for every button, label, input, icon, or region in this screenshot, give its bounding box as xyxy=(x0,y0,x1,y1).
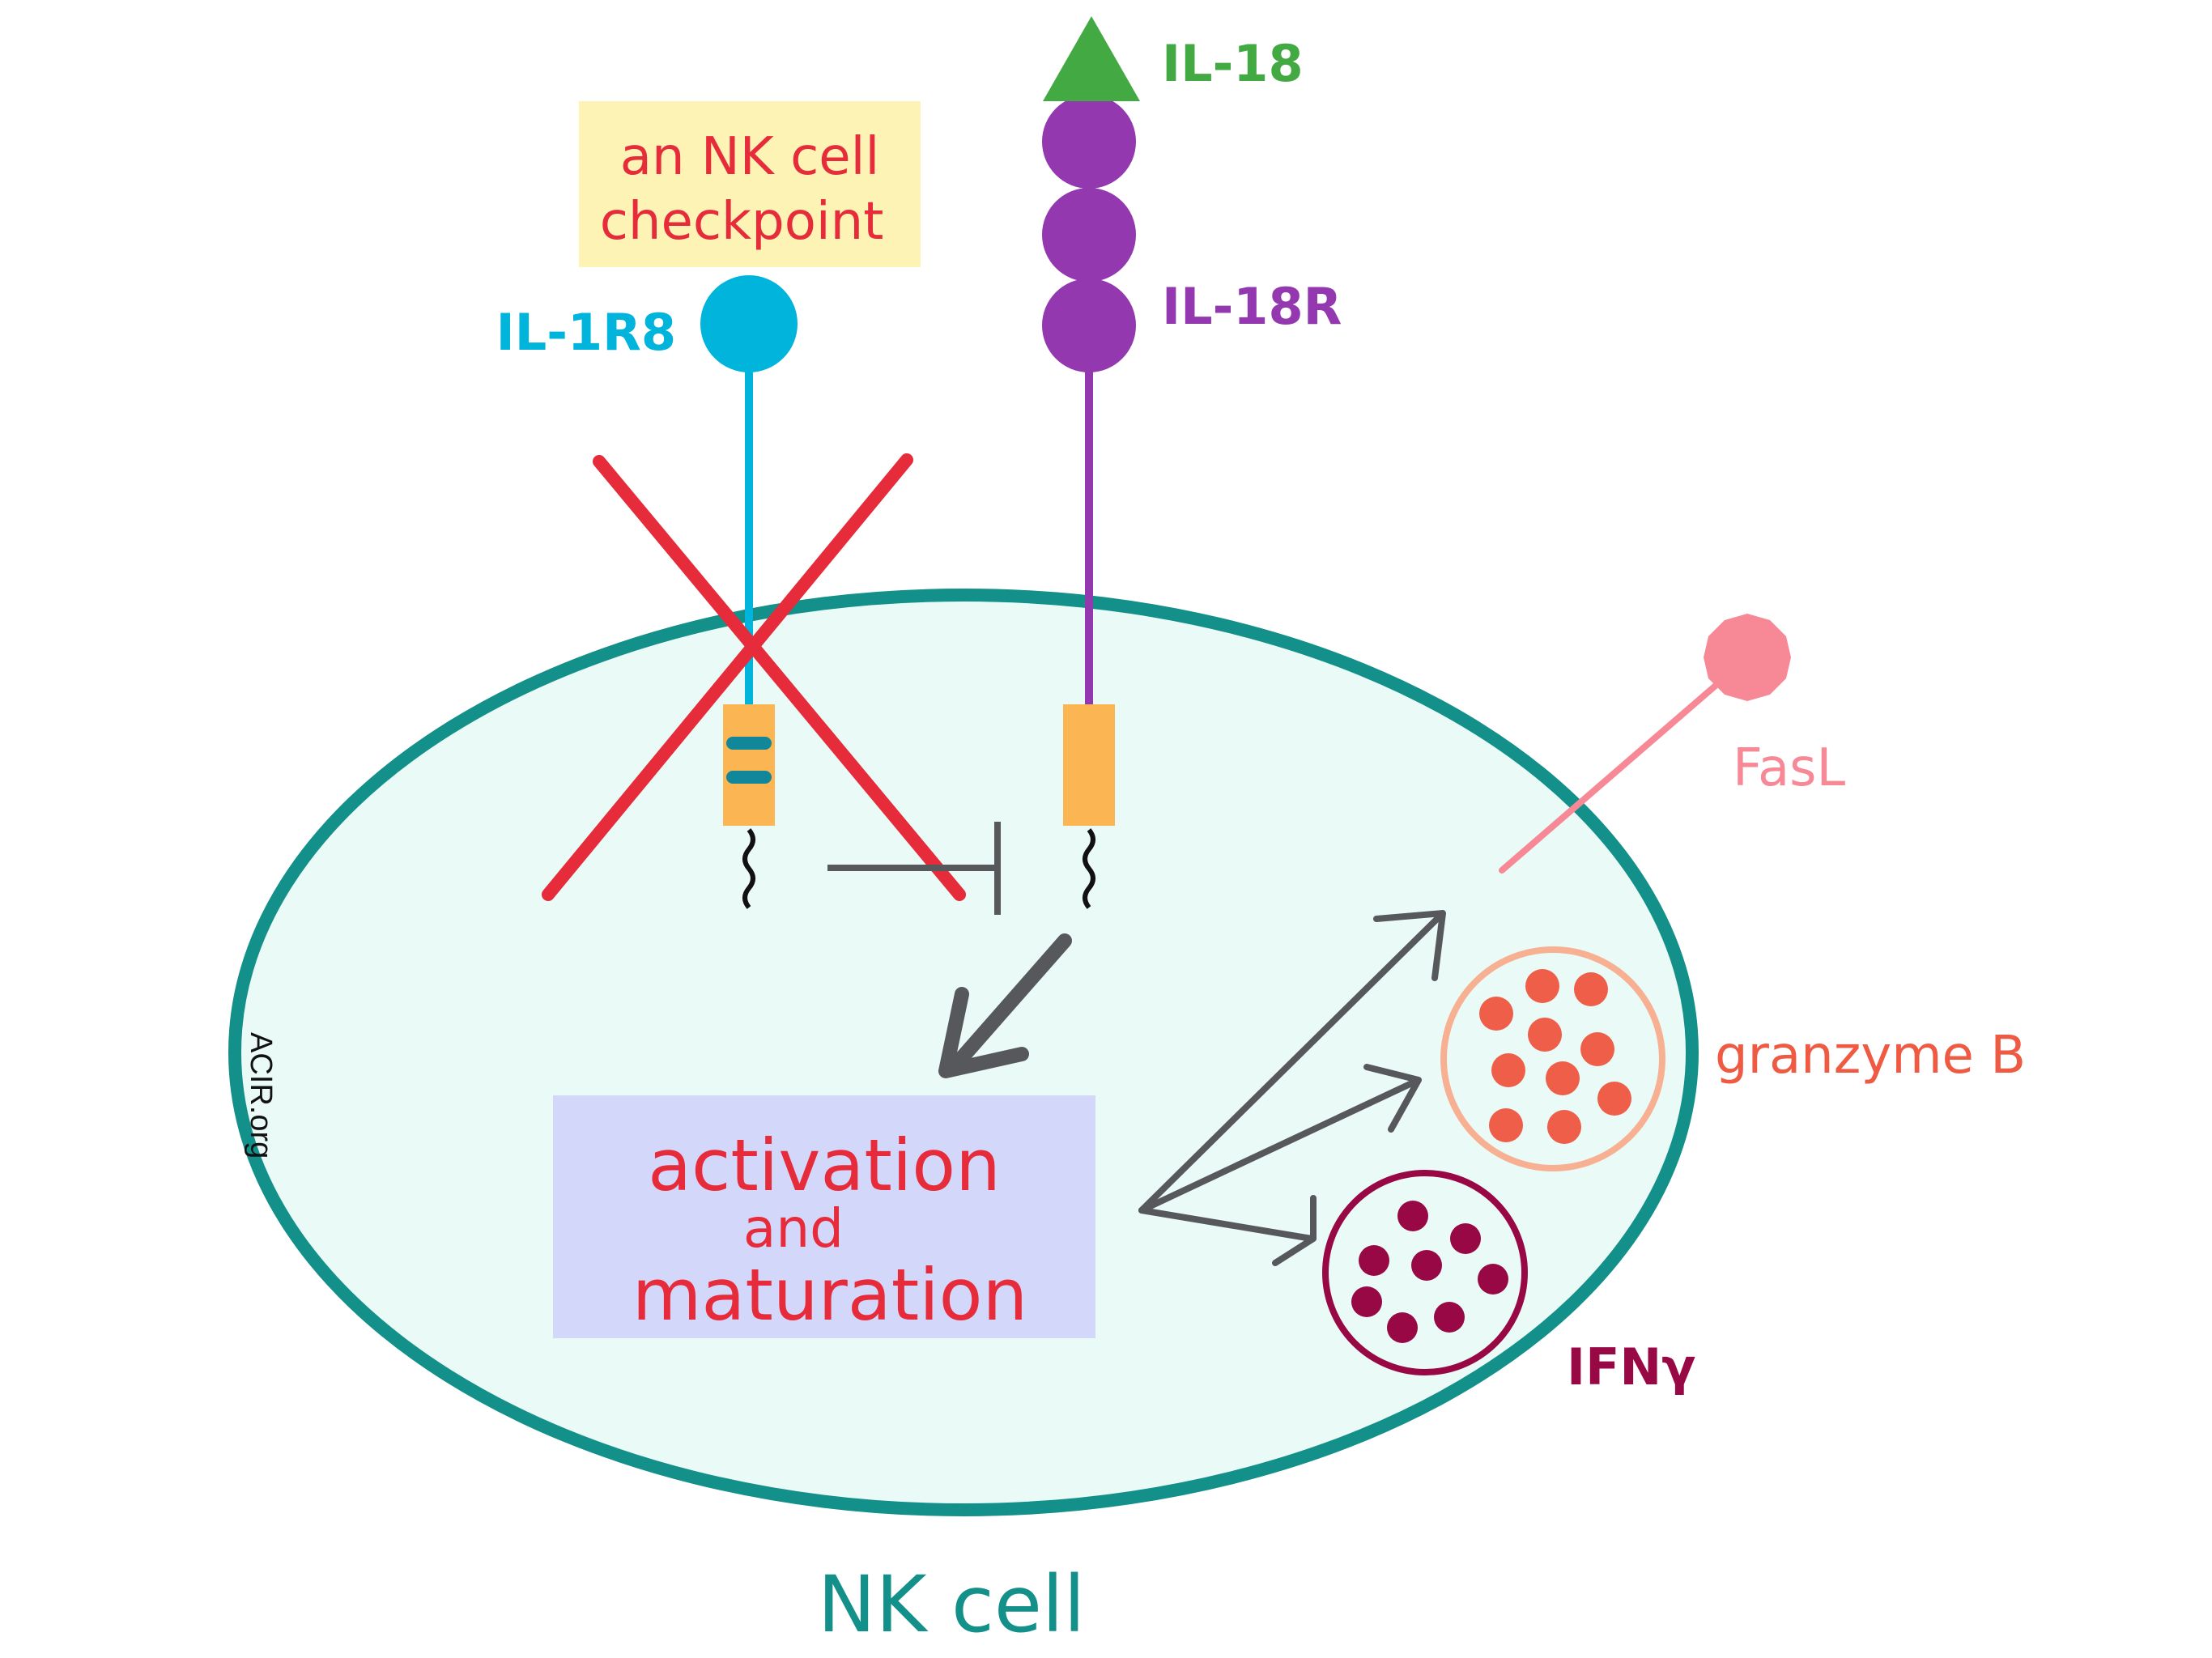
arrow-to-fasl xyxy=(1138,912,1444,1214)
ifng-granule xyxy=(1322,1170,1528,1375)
arrow-to-granzyme xyxy=(1138,1078,1420,1214)
arrow-to-ifng xyxy=(1138,1207,1315,1242)
circle-receptor-icon xyxy=(700,275,798,372)
signal-arrow xyxy=(938,933,1072,1078)
granzyme-dot xyxy=(1574,972,1608,1006)
activation-label-line1: activation xyxy=(648,1124,1001,1207)
ifng-dot xyxy=(1397,1201,1428,1231)
granzyme-dot xyxy=(1546,1061,1580,1095)
fasl xyxy=(1499,614,1791,874)
triangle-icon xyxy=(1043,16,1140,101)
ifng-dot xyxy=(1478,1264,1508,1295)
il1r8-tm-band-1 xyxy=(726,737,772,750)
il1r8-cytoplasmic-tail xyxy=(742,828,755,909)
il1r8-tm-band-2 xyxy=(726,771,772,784)
polygon-ligand-icon xyxy=(1704,614,1791,701)
ifng-dot xyxy=(1387,1312,1418,1343)
activation-box xyxy=(553,1095,1095,1338)
ifng-dot xyxy=(1411,1250,1442,1281)
checkpoint-label-box xyxy=(579,101,921,267)
il1r8-label: IL-1R8 xyxy=(496,303,676,362)
ifng-dot xyxy=(1434,1302,1465,1333)
il18r-domain-3 xyxy=(1042,278,1136,372)
output-arrows xyxy=(1138,910,1446,1266)
acir-credit: ACIR.org xyxy=(244,1032,278,1158)
il18r-receptor xyxy=(1042,95,1136,909)
granzyme-dot xyxy=(1528,1018,1562,1052)
granzyme-dot xyxy=(1491,1053,1525,1087)
granzyme-dot xyxy=(1479,997,1513,1031)
il1r8-receptor xyxy=(700,275,798,909)
granzyme-dot xyxy=(1525,969,1559,1003)
activation-label-line2: and xyxy=(743,1197,844,1260)
il18r-domain-1 xyxy=(1042,95,1136,189)
ifng-dot xyxy=(1351,1286,1382,1317)
fasl-label: FasL xyxy=(1733,738,1846,798)
activation-label-line3: maturation xyxy=(632,1253,1028,1337)
il18r-transmembrane-domain xyxy=(1063,704,1115,826)
ifng-dot xyxy=(1450,1223,1481,1254)
checkpoint-label-line1: an NK cell xyxy=(620,127,879,187)
nk-cell-label: NK cell xyxy=(818,1559,1085,1650)
il18r-domain-2 xyxy=(1042,188,1136,282)
il1r8-transmembrane-domain xyxy=(723,704,775,826)
granzyme-dot xyxy=(1547,1110,1581,1144)
granzyme-dot xyxy=(1489,1108,1523,1142)
checkpoint-label-line2: checkpoint xyxy=(600,192,884,252)
granzyme-dot xyxy=(1580,1032,1614,1066)
ifng-label: IFNγ xyxy=(1567,1337,1696,1397)
fasl-stalk xyxy=(1499,655,1750,874)
il18-label: IL-18 xyxy=(1162,34,1304,93)
ifng-granule-outline xyxy=(1322,1170,1528,1375)
il18r-cytoplasmic-tail xyxy=(1083,828,1095,909)
il18r-label: IL-18R xyxy=(1162,277,1342,336)
granzyme-b-label: granzyme B xyxy=(1715,1026,2026,1086)
granzyme-dot xyxy=(1597,1082,1631,1116)
granzyme-b-granule xyxy=(1440,946,1665,1171)
cross-icon xyxy=(542,453,966,901)
inhibition-bar-icon xyxy=(827,822,1001,915)
granzyme-granule-outline xyxy=(1440,946,1665,1171)
ifng-dot xyxy=(1359,1245,1389,1276)
